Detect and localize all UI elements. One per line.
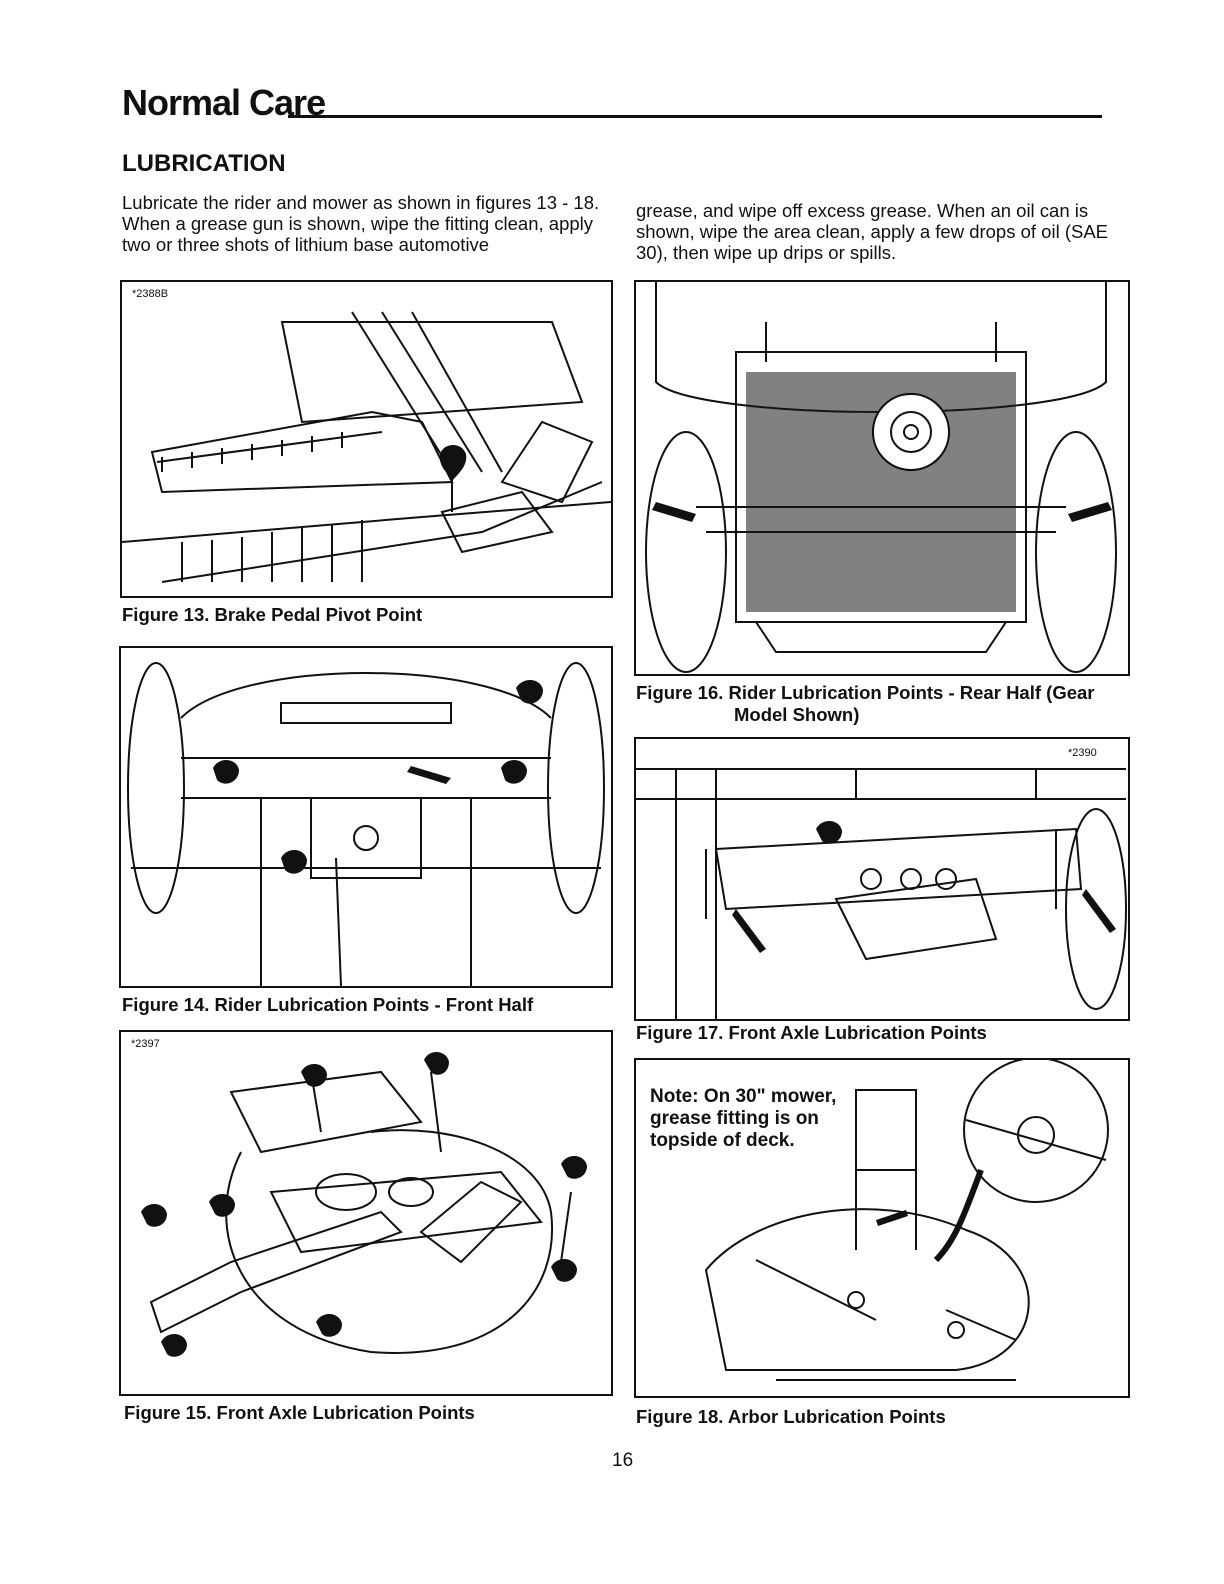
figure-18-caption: Figure 18. Arbor Lubrication Points: [636, 1406, 946, 1427]
front-half-drawing: [127, 662, 605, 986]
figure-13-illustration: *2388B: [120, 280, 613, 598]
arbor-deck-drawing: [704, 1060, 1109, 1381]
front-axle-drawing: [636, 768, 1127, 1019]
figure-17-illustration: *2390: [634, 737, 1130, 1021]
figure-17-ref: *2390: [1068, 747, 1097, 759]
figure-18-note-line3: topside of deck.: [650, 1130, 795, 1151]
figure-13-caption: Figure 13. Brake Pedal Pivot Point: [122, 604, 423, 625]
figure-15-ref: *2397: [131, 1038, 160, 1050]
figure-18-illustration: Note: On 30" mower, grease fitting is on…: [634, 1058, 1130, 1398]
figure-14-illustration: [119, 646, 613, 988]
figure-15-illustration: *2397: [119, 1030, 613, 1396]
figure-16-caption-line2: Model Shown): [734, 704, 860, 725]
page-number: 16: [612, 1450, 634, 1471]
figure-16-caption-line1: Figure 16. Rider Lubrication Points - Re…: [636, 682, 1095, 703]
header-rule: [288, 115, 1102, 118]
lubrication-heading: LUBRICATION: [122, 150, 286, 177]
rear-half-drawing: [645, 282, 1117, 673]
mower-deck-drawing: [141, 1051, 587, 1357]
lubrication-paragraph-left: Lubricate the rider and mower as shown i…: [122, 192, 600, 255]
figure-14-caption: Figure 14. Rider Lubrication Points - Fr…: [122, 994, 534, 1015]
brake-pedal-drawing: [122, 311, 611, 583]
figure-15-caption: Figure 15. Front Axle Lubrication Points: [124, 1402, 475, 1423]
lubrication-paragraph-right: grease, and wipe off excess grease. When…: [636, 200, 1109, 263]
figure-13-ref: *2388B: [132, 288, 169, 300]
figure-18-note-line2: grease fitting is on: [650, 1108, 819, 1129]
figure-18-note-line1: Note: On 30" mower,: [650, 1086, 837, 1107]
figure-17-caption: Figure 17. Front Axle Lubrication Points: [636, 1022, 987, 1043]
figure-16-illustration: [634, 280, 1130, 676]
